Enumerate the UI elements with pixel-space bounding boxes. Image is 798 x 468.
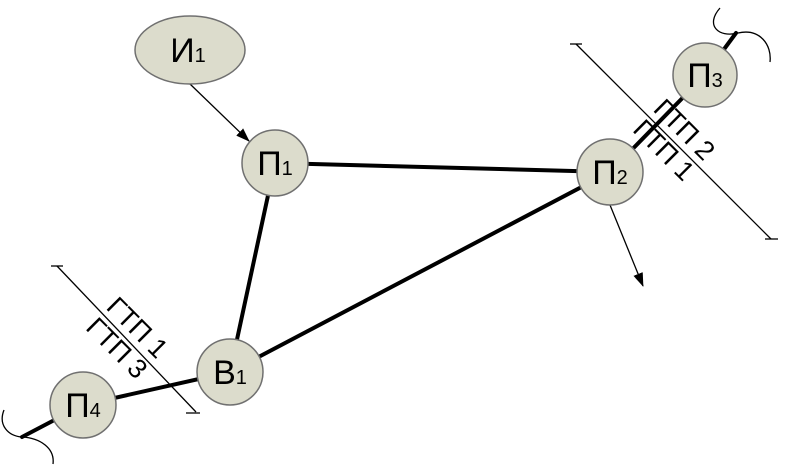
edge-p1-p2 [273, 161, 612, 174]
edge-p1-v1 [228, 161, 277, 374]
node-i1: И1 [134, 15, 246, 85]
node-p3: П3 [672, 42, 738, 108]
edge-v1-p2 [228, 170, 612, 374]
svg-text:П4: П4 [65, 387, 101, 425]
svg-text:И1: И1 [170, 32, 206, 70]
brace-bottom-left [1, 409, 54, 465]
node-p4: П4 [49, 371, 117, 439]
node-p1: П1 [241, 129, 309, 197]
node-v1: В1 [196, 338, 264, 406]
svg-text:П2: П2 [592, 154, 628, 192]
svg-text:П3: П3 [687, 57, 723, 95]
arrow-p2-out [609, 204, 644, 287]
node-p2: П2 [576, 138, 644, 206]
arrow-i1-to-p1 [189, 83, 250, 142]
svg-text:П1: П1 [257, 145, 293, 183]
svg-text:В1: В1 [213, 354, 247, 392]
brace-top-right [713, 7, 771, 63]
